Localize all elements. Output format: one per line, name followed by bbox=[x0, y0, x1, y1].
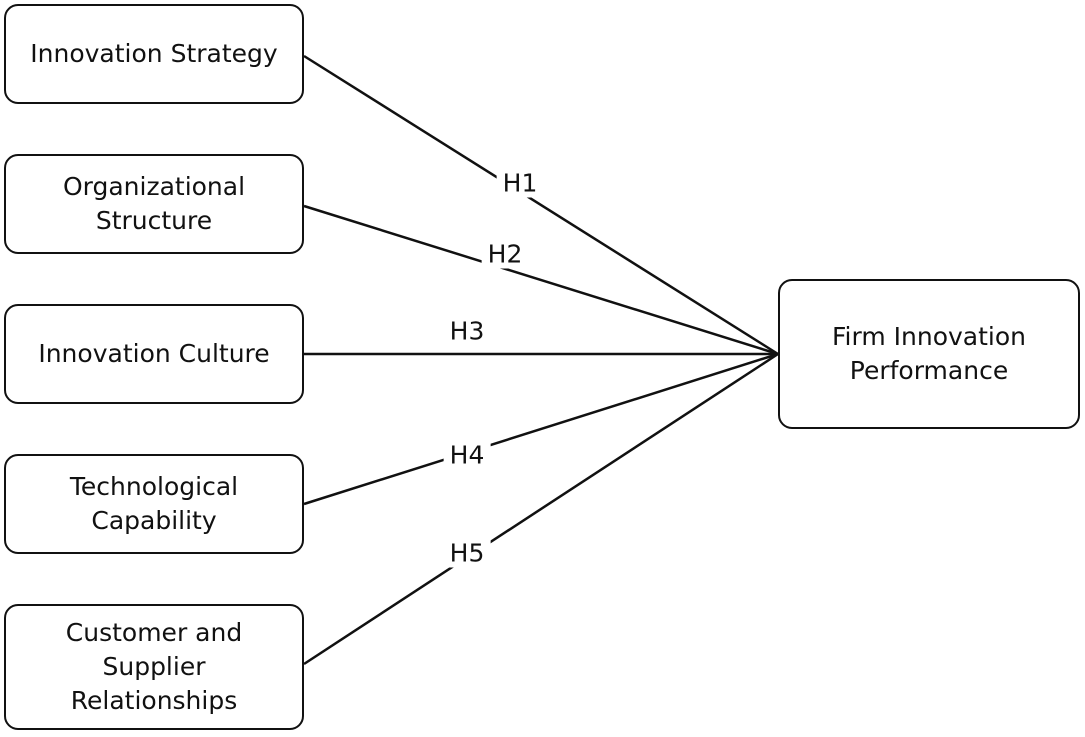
node-firm-innovation-performance: Firm Innovation Performance bbox=[778, 279, 1080, 429]
edge-innovation-strategy-to-target bbox=[303, 54, 779, 356]
edge-organizational-structure-to-target bbox=[303, 204, 779, 356]
hypothesis-label-h2: H2 bbox=[481, 239, 529, 269]
node-innovation-strategy: Innovation Strategy bbox=[4, 4, 304, 104]
node-technological-capability: Technological Capability bbox=[4, 454, 304, 554]
node-organizational-structure: Organizational Structure bbox=[4, 154, 304, 254]
node-label: Organizational Structure bbox=[62, 172, 246, 235]
edge-customer-supplier-relationships-to-target bbox=[303, 352, 779, 666]
edge-technological-capability-to-target bbox=[303, 352, 779, 506]
hypothesis-label-h4: H4 bbox=[443, 440, 491, 470]
node-customer-supplier-relationships: Customer and Supplier Relationships bbox=[4, 604, 304, 730]
hypothesis-label-h5: H5 bbox=[443, 538, 491, 568]
node-innovation-culture: Innovation Culture bbox=[4, 304, 304, 404]
hypothesis-label-h1: H1 bbox=[496, 168, 544, 198]
node-label: Technological Capability bbox=[69, 472, 239, 535]
node-label: Innovation Culture bbox=[38, 339, 270, 368]
node-label: Customer and Supplier Relationships bbox=[65, 618, 243, 715]
node-label: Innovation Strategy bbox=[30, 39, 278, 68]
hypothesis-label-h3: H3 bbox=[443, 316, 491, 346]
node-label: Firm Innovation Performance bbox=[831, 322, 1026, 385]
